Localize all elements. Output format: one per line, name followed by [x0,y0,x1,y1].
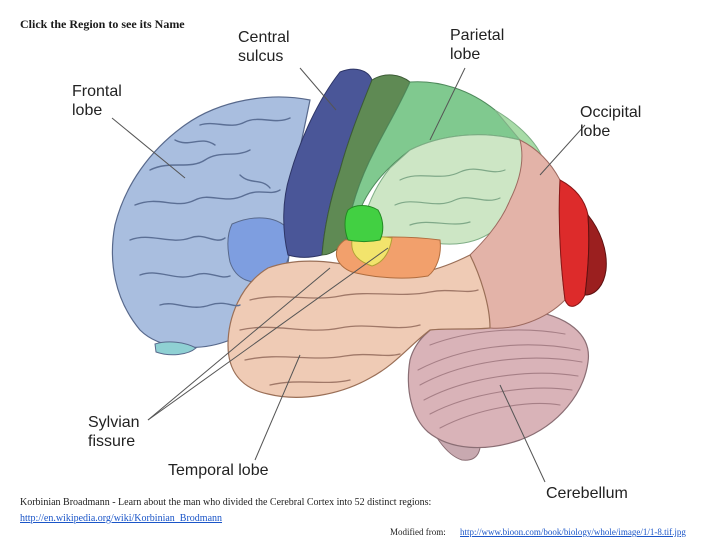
temporal-lobe-label: Temporal lobe [168,462,269,479]
frontal-lobe-pointer [111,117,186,179]
credit-link[interactable]: http://en.wikipedia.org/wiki/Korbinian_B… [20,513,223,524]
temporal-gyri [239,289,479,386]
frontal-gyri [129,117,291,308]
central-sulcus-pointer [299,67,337,111]
orbital-region[interactable] [154,341,197,356]
frontal-lobe-label: Frontal lobe [72,83,122,119]
parietal-lobe-pointer [429,67,466,141]
cerebellum-label: Cerebellum [546,485,628,502]
central-sulcus-label: Central sulcus [238,29,290,65]
occipital-pole-region[interactable] [584,213,607,296]
source-link[interactable]: http://www.bioon.com/book/biology/whole/… [460,527,686,537]
occipital-lobe-pointer [539,124,586,176]
occipital-lobe-region[interactable] [558,179,590,307]
occipital-lobe-label: Occipital lobe [580,104,642,140]
sylvian-fissure-pointer-2 [147,247,389,421]
cerebellum-pointer [499,384,546,483]
credit-text: Korbinian Broadmann - Learn about the ma… [20,497,432,508]
cerebellum-folia [417,329,583,429]
source-prefix: Modified from: [390,527,446,537]
supramarginal-region[interactable] [344,205,384,242]
parietal-lobe-label: Parietal lobe [450,27,505,63]
parietal-gyri [394,168,506,226]
temporal-lobe-pointer [254,354,301,461]
pointer-lines [111,67,586,483]
sylvian-fissure-label: Sylvian fissure [88,414,140,450]
instruction-text: Click the Region to see its Name [20,17,185,31]
sylvian-fissure-pointer-1 [147,267,331,421]
